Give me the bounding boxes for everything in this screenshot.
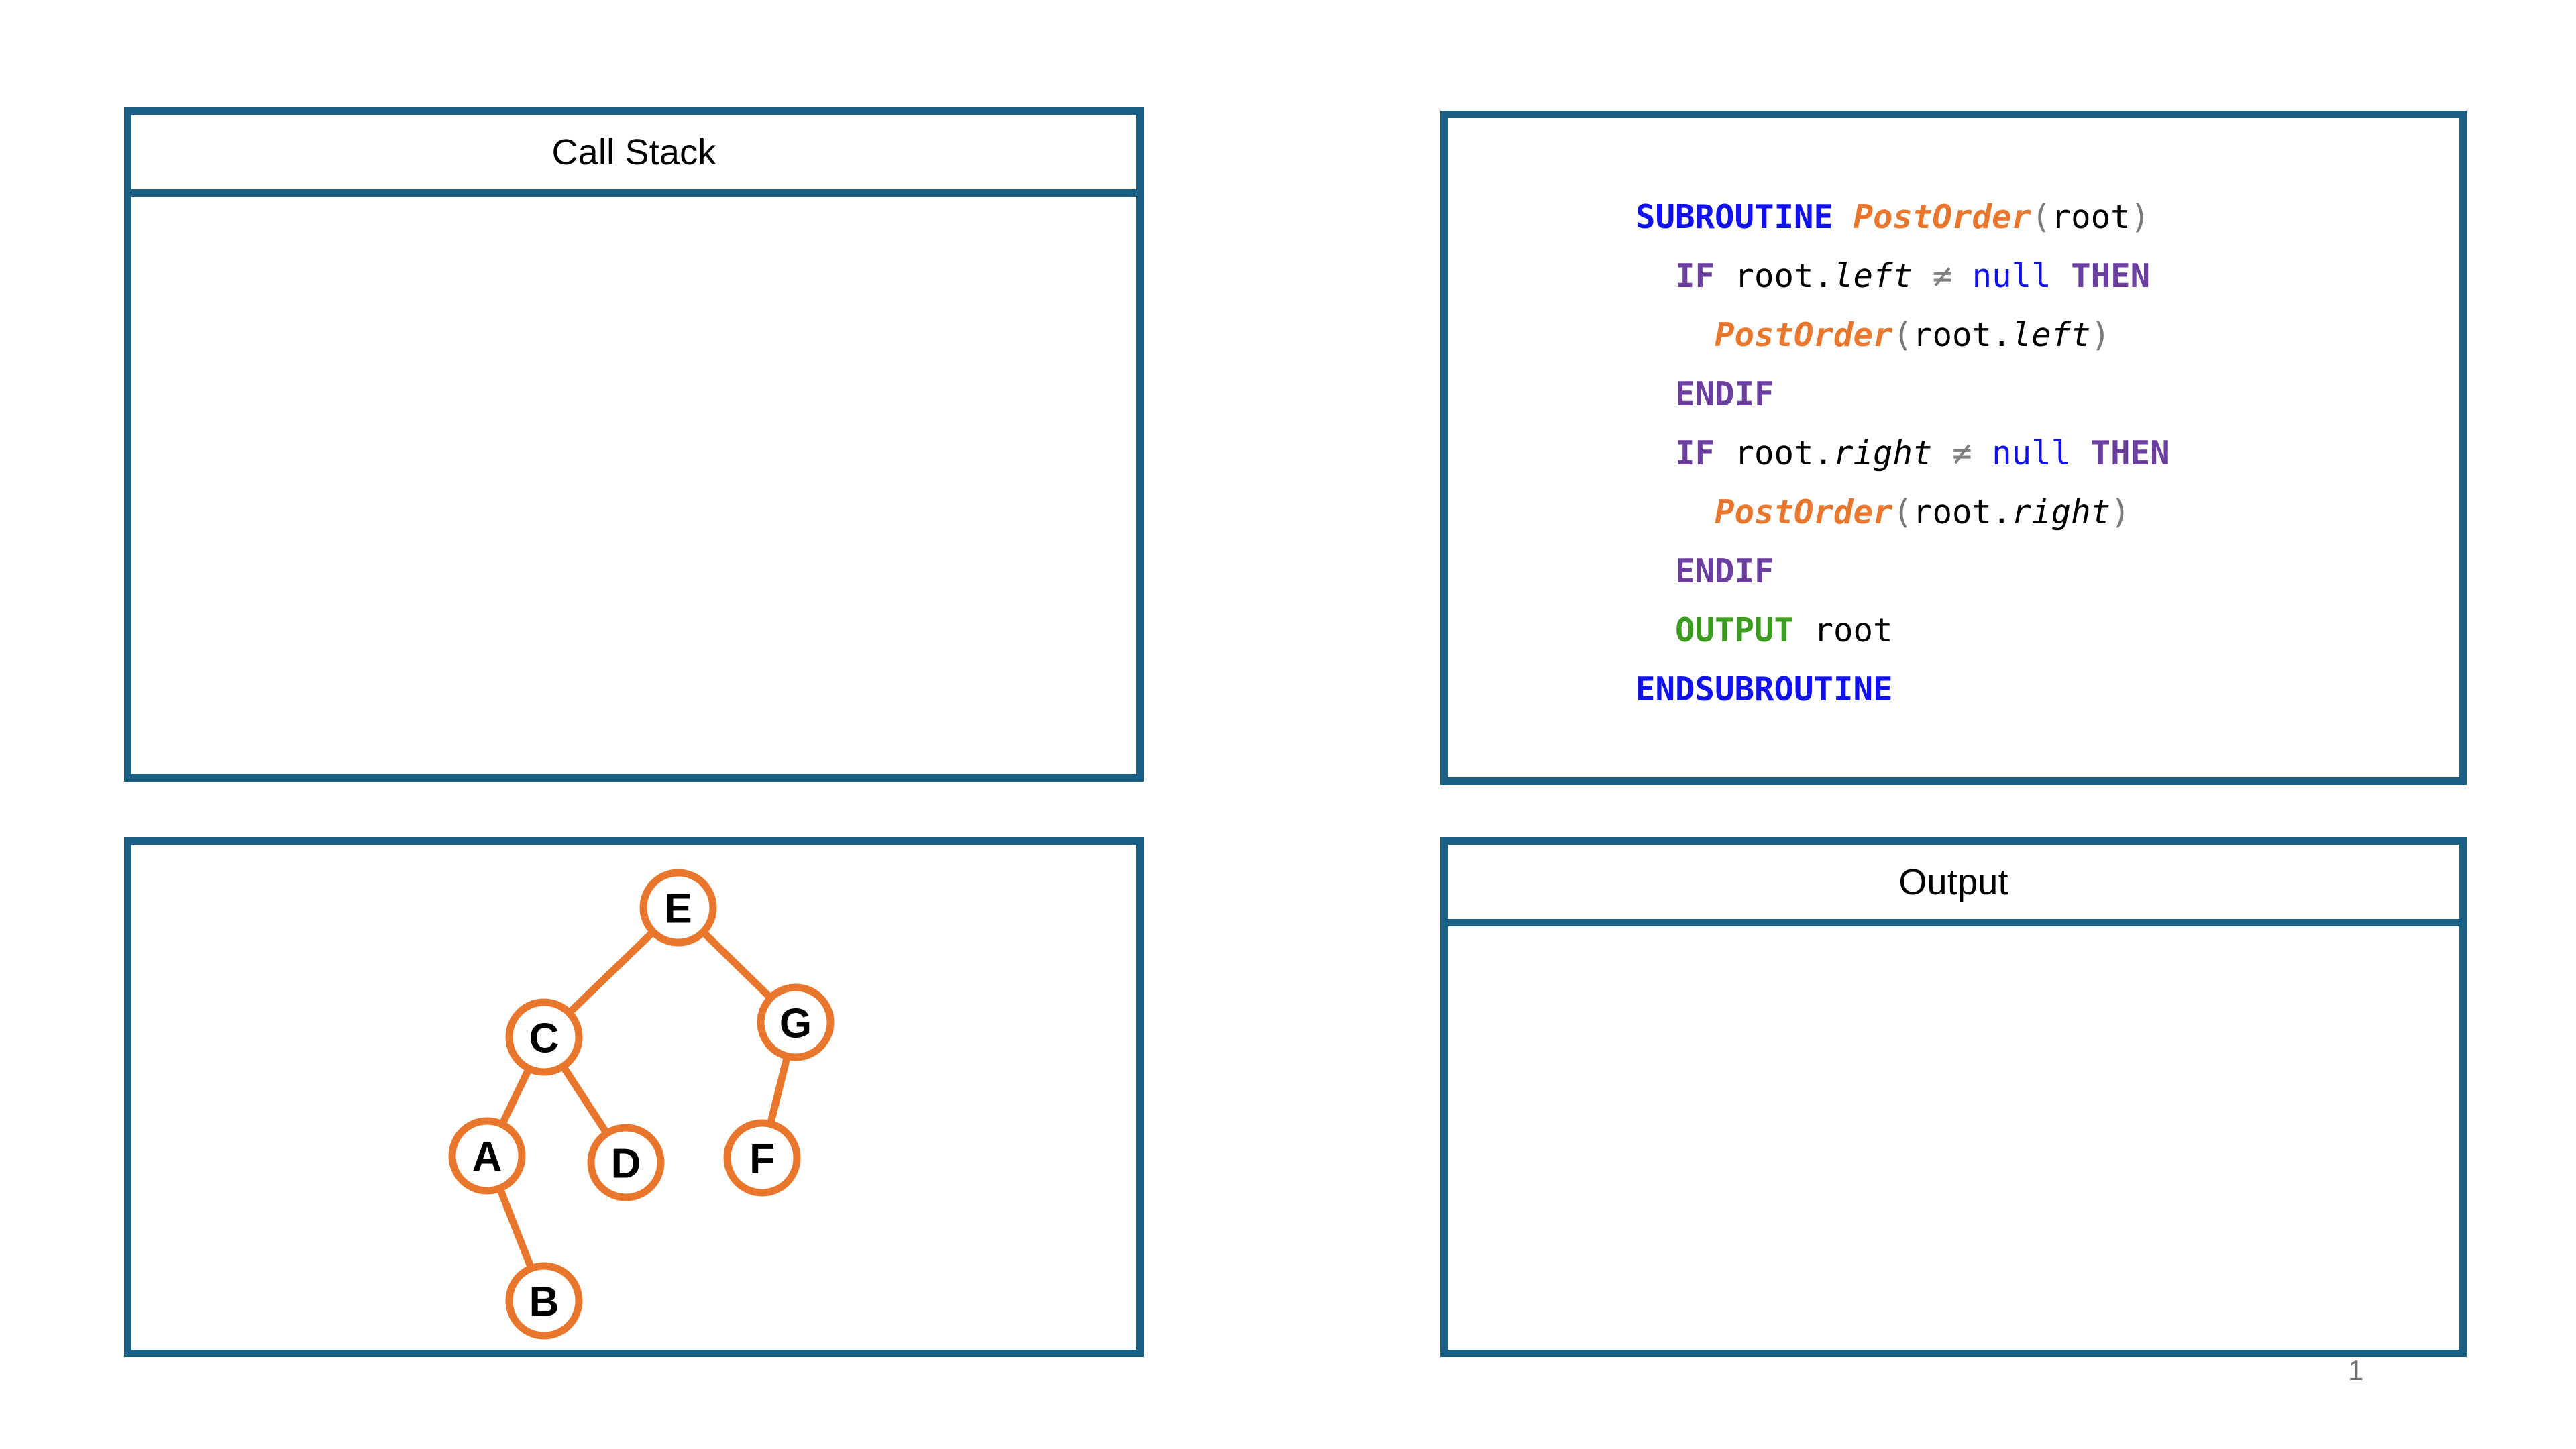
code-token bbox=[1833, 198, 1854, 236]
code-token: ≠ bbox=[1952, 434, 1972, 472]
code-token: ) bbox=[2110, 493, 2131, 531]
code-token: ENDIF bbox=[1675, 375, 1774, 413]
output-title: Output bbox=[1898, 861, 2008, 902]
tree-edge-e-c bbox=[564, 927, 658, 1018]
code-token: OUTPUT bbox=[1675, 611, 1794, 649]
tree-node-group: E C G A D F B bbox=[448, 869, 835, 1340]
tree-node-b[interactable]: B bbox=[505, 1262, 583, 1340]
code-indent bbox=[1635, 434, 1675, 472]
tree-edge-e-g bbox=[698, 927, 775, 1003]
output-panel: Output bbox=[1440, 837, 2467, 1357]
tree-node-c[interactable]: C bbox=[505, 998, 583, 1076]
tree-node-circle bbox=[639, 869, 717, 947]
code-token bbox=[2071, 434, 2091, 472]
code-token: THEN bbox=[2071, 257, 2151, 295]
code-token: root bbox=[2051, 198, 2131, 236]
code-token: root bbox=[1794, 611, 1893, 649]
pseudocode-line: IF root.left ≠ null THEN bbox=[1635, 247, 2459, 306]
code-token: root. bbox=[1715, 434, 1834, 472]
code-token: ≠ bbox=[1932, 257, 1953, 295]
tree-node-circle bbox=[587, 1124, 665, 1201]
code-token: PostOrder bbox=[1715, 493, 1893, 531]
pseudocode-line: ENDSUBROUTINE bbox=[1635, 660, 2459, 719]
pseudocode-line: IF root.right ≠ null THEN bbox=[1635, 424, 2459, 483]
call-stack-header: Call Stack bbox=[131, 115, 1136, 197]
code-indent bbox=[1635, 257, 1675, 295]
code-token: null bbox=[1972, 257, 2051, 295]
pseudocode-panel: SUBROUTINE PostOrder(root) IF root.left … bbox=[1440, 111, 2467, 785]
code-indent bbox=[1635, 611, 1675, 649]
output-header: Output bbox=[1448, 845, 2459, 926]
tree-node-circle bbox=[505, 1262, 583, 1340]
binary-tree-panel: E C G A D F B bbox=[124, 837, 1144, 1357]
tree-node-a[interactable]: A bbox=[448, 1117, 526, 1195]
code-token: ENDSUBROUTINE bbox=[1635, 670, 1893, 708]
pseudocode-listing: SUBROUTINE PostOrder(root) IF root.left … bbox=[1448, 188, 2459, 719]
call-stack-title: Call Stack bbox=[551, 131, 716, 172]
code-token: right bbox=[1833, 434, 1933, 472]
tree-node-e[interactable]: E bbox=[639, 869, 717, 947]
output-body[interactable] bbox=[1448, 926, 2459, 1350]
code-token bbox=[1913, 257, 1933, 295]
code-indent bbox=[1635, 316, 1715, 354]
tree-node-g[interactable]: G bbox=[757, 983, 835, 1061]
pseudocode-line: SUBROUTINE PostOrder(root) bbox=[1635, 188, 2459, 247]
code-token: root. bbox=[1715, 257, 1834, 295]
tree-node-f[interactable]: F bbox=[723, 1119, 801, 1197]
code-token: left bbox=[2011, 316, 2091, 354]
tree-node-label: G bbox=[780, 1001, 812, 1047]
code-token: ( bbox=[1892, 316, 1913, 354]
tree-node-label: C bbox=[529, 1016, 559, 1062]
tree-node-label: D bbox=[611, 1141, 641, 1187]
code-token: right bbox=[2011, 493, 2111, 531]
tree-node-label: B bbox=[529, 1279, 559, 1326]
tree-edge-c-a bbox=[498, 1063, 533, 1130]
code-token bbox=[1952, 257, 1972, 295]
code-token: ) bbox=[2090, 316, 2111, 354]
tree-edge-group bbox=[495, 927, 792, 1273]
binary-tree-diagram: E C G A D F B bbox=[448, 869, 835, 1340]
code-token: left bbox=[1833, 257, 1913, 295]
code-token: ( bbox=[1892, 493, 1913, 531]
pseudocode-line: PostOrder(root.left) bbox=[1635, 306, 2459, 365]
tree-node-circle bbox=[723, 1119, 801, 1197]
code-token: PostOrder bbox=[1853, 198, 2032, 236]
code-token: PostOrder bbox=[1715, 316, 1893, 354]
tree-edge-c-d bbox=[558, 1061, 612, 1138]
tree-node-circle bbox=[448, 1117, 526, 1195]
tree-node-d[interactable]: D bbox=[587, 1124, 665, 1201]
pseudocode-body: SUBROUTINE PostOrder(root) IF root.left … bbox=[1448, 118, 2459, 777]
code-indent bbox=[1635, 375, 1675, 413]
call-stack-panel: Call Stack bbox=[124, 107, 1144, 782]
code-token: root. bbox=[1913, 493, 2012, 531]
code-indent bbox=[1635, 493, 1715, 531]
code-token: ) bbox=[2130, 198, 2151, 236]
code-token: IF bbox=[1675, 257, 1715, 295]
code-token: THEN bbox=[2090, 434, 2170, 472]
code-token: SUBROUTINE bbox=[1635, 198, 1834, 236]
tree-node-circle bbox=[505, 998, 583, 1076]
code-token: root. bbox=[1913, 316, 2012, 354]
tree-node-circle bbox=[757, 983, 835, 1061]
code-token: ( bbox=[2031, 198, 2051, 236]
pseudocode-line: OUTPUT root bbox=[1635, 601, 2459, 660]
pseudocode-line: PostOrder(root.right) bbox=[1635, 483, 2459, 542]
code-token bbox=[2051, 257, 2072, 295]
tree-edge-g-f bbox=[766, 1051, 792, 1129]
tree-node-label: E bbox=[664, 886, 692, 932]
tree-edge-a-b bbox=[495, 1183, 536, 1273]
pseudocode-line: ENDIF bbox=[1635, 542, 2459, 601]
code-indent bbox=[1635, 552, 1675, 590]
call-stack-body[interactable] bbox=[131, 197, 1136, 774]
binary-tree-body: E C G A D F B bbox=[131, 845, 1136, 1350]
code-token: IF bbox=[1675, 434, 1715, 472]
code-token: null bbox=[1992, 434, 2072, 472]
tree-node-label: A bbox=[472, 1134, 502, 1181]
tree-node-label: F bbox=[749, 1136, 775, 1183]
pseudocode-line: ENDIF bbox=[1635, 365, 2459, 424]
code-token: ENDIF bbox=[1675, 552, 1774, 590]
code-token bbox=[1933, 434, 1953, 472]
code-token bbox=[1972, 434, 1992, 472]
page-number: 1 bbox=[2348, 1354, 2364, 1386]
